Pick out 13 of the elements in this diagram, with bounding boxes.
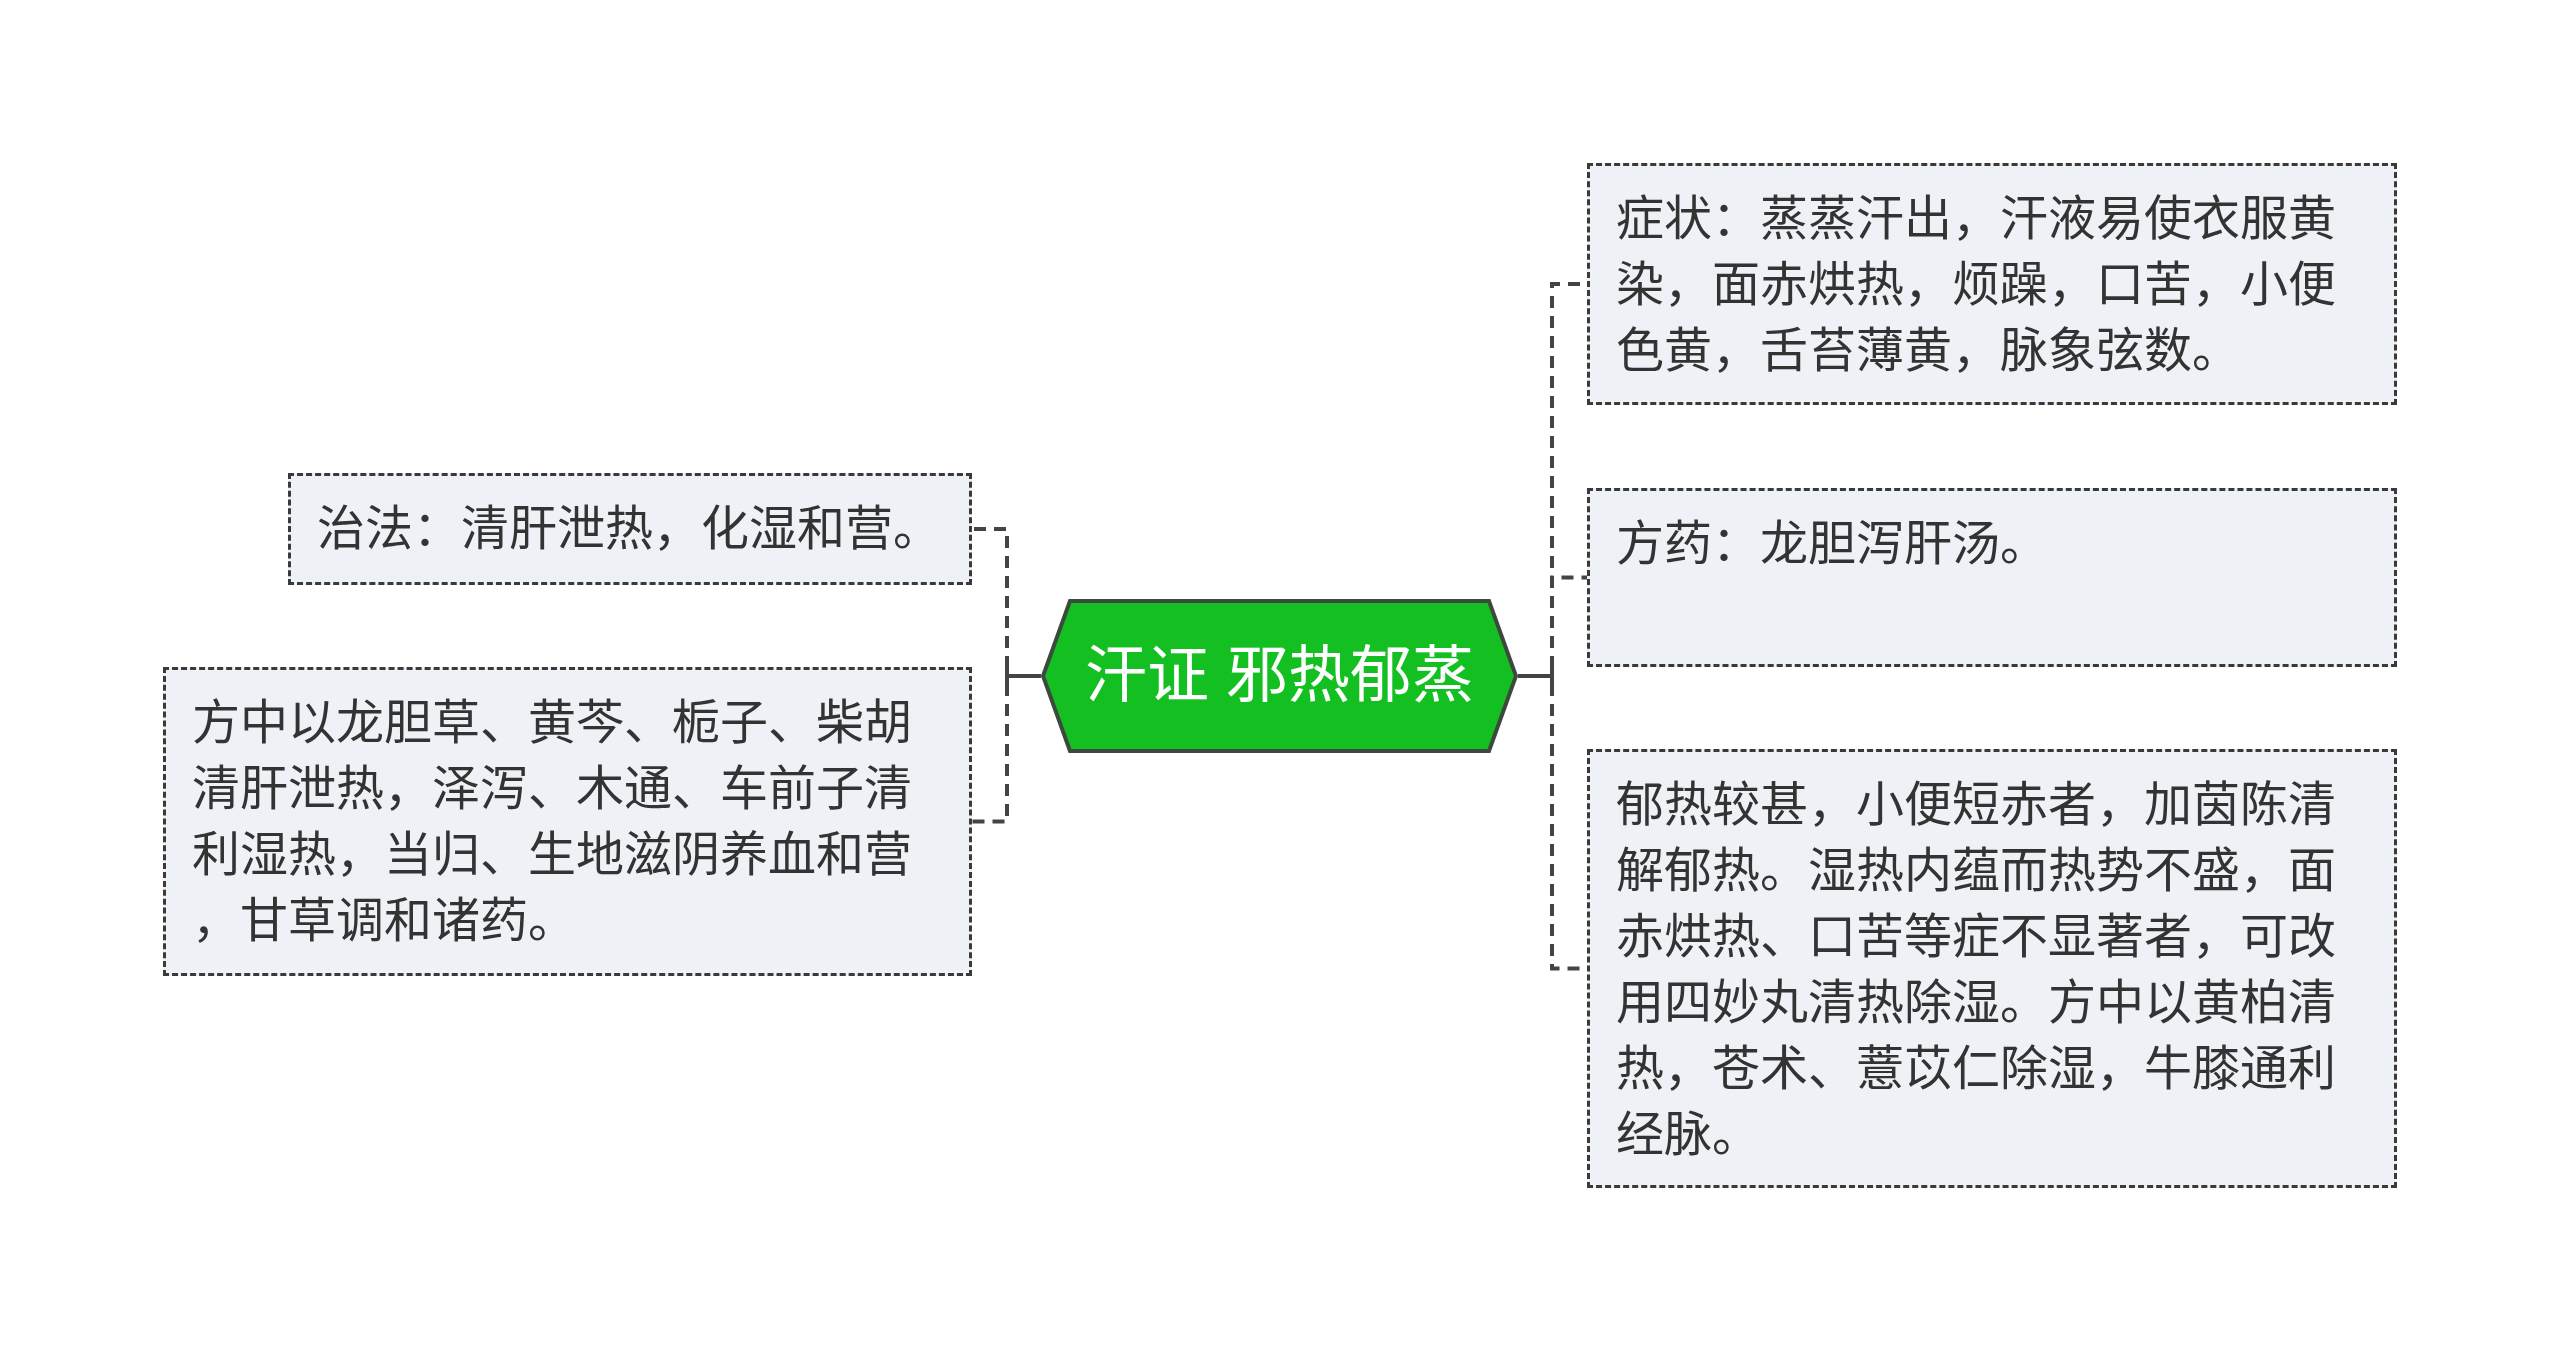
connector-line	[972, 674, 1041, 824]
note-text: 郁热较甚，小便短赤者，加茵陈清解郁热。湿热内蕴而热势不盛，面赤烘热、口苦等症不显著者，可改用四妙丸清热除湿。方中以黄柏清热，苍术、薏苡仁除湿，牛膝通利经脉。	[1616, 777, 2337, 1163]
note-card	[288, 473, 972, 585]
note-card	[163, 667, 972, 976]
note-card	[1587, 488, 2397, 667]
note-card	[1587, 749, 2397, 1188]
note-text: 方药：龙胆泻肝汤。	[1616, 516, 2049, 572]
topic-title: 汗证 邪热郁蒸	[1084, 645, 1475, 707]
topic-hexagon	[1041, 599, 1518, 753]
note-text: 症状：蒸蒸汗出，汗液易使衣服黄染，面赤烘热，烦躁，口苦，小便色黄，舌苔薄黄，脉象弦数。	[1616, 191, 2337, 379]
note-card	[1587, 163, 2397, 405]
note-text: 方中以龙胆草、黄芩、栀子、柴胡清肝泄热，泽泻、木通、车前子清利湿热，当归、生地滋阴养血和营，甘草调和诸药。	[192, 695, 913, 949]
note-text: 治法：清肝泄热，化湿和营。	[317, 501, 942, 557]
